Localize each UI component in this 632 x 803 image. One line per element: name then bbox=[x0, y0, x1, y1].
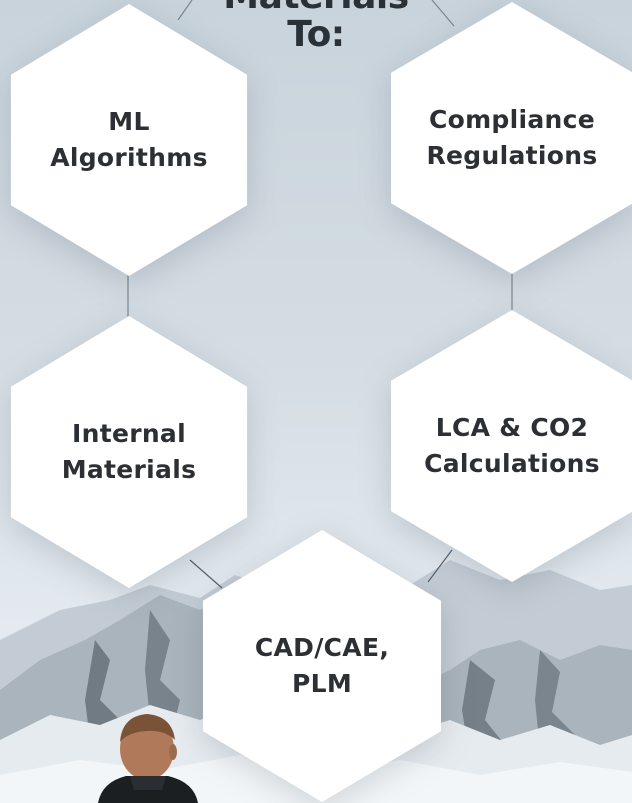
hexagon-label: Compliance Regulations bbox=[426, 105, 598, 170]
hexagon-cad-cae-plm: CAD/CAE, PLM bbox=[198, 530, 446, 802]
hexagon-label: CAD/CAE, PLM bbox=[254, 633, 390, 698]
hexagon-compliance-regulations: Compliance Regulations bbox=[386, 2, 632, 274]
hexagon-label: Internal Materials bbox=[61, 419, 197, 484]
section-heading: Materials To: bbox=[223, 0, 409, 55]
hexagon-internal-materials: Internal Materials bbox=[6, 316, 252, 588]
hexagon-label: LCA & CO2 Calculations bbox=[424, 413, 600, 478]
hexagon-lca-co2-calculations: LCA & CO2 Calculations bbox=[386, 310, 632, 582]
hexagon-ml-algorithms: ML Algorithms bbox=[6, 4, 252, 276]
hexagon-label: ML Algorithms bbox=[50, 107, 208, 172]
